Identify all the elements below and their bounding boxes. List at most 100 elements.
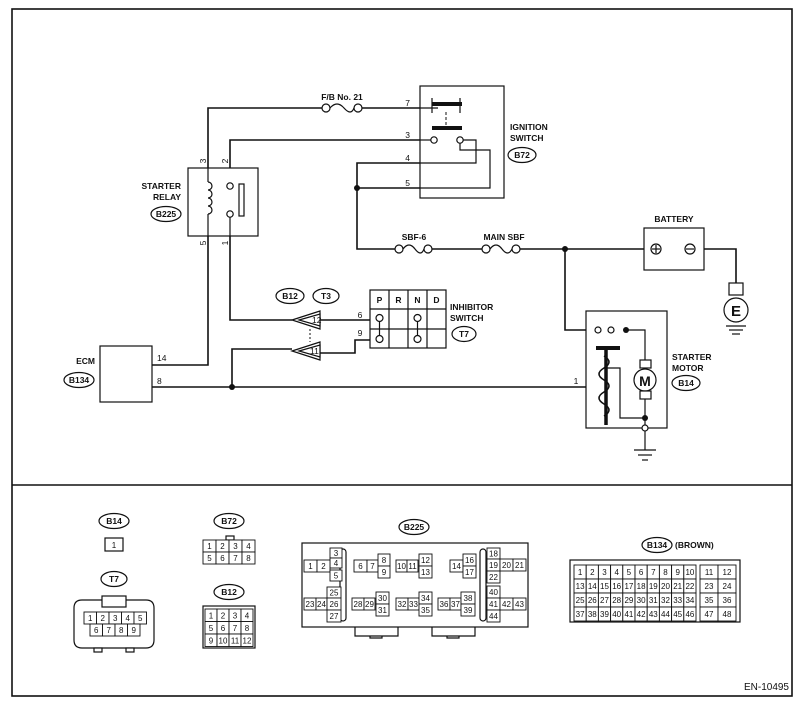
pin-number: 39	[600, 610, 609, 619]
pin-number: 3	[233, 611, 238, 620]
pin-number: 6	[221, 624, 226, 633]
fuse-main-sbf: MAIN SBF	[481, 232, 525, 254]
starter-pin-1: 1	[574, 376, 579, 386]
pin-cell	[717, 606, 737, 622]
pin-number: 17	[624, 582, 633, 591]
pin-number: 43	[515, 600, 524, 609]
pin-number: 22	[685, 582, 694, 591]
pin-number: 16	[612, 582, 621, 591]
view-b14-cell-1: 1	[112, 541, 117, 550]
inhibitor-label-2: SWITCH	[450, 313, 484, 323]
pin-number: 8	[663, 568, 668, 577]
pin-number: 28	[612, 596, 621, 605]
pin-number: 30	[637, 596, 646, 605]
pin-number: 30	[378, 594, 387, 603]
view-b225-oval	[398, 518, 430, 536]
pin-cell	[127, 623, 141, 637]
pin-number: 9	[675, 568, 680, 577]
view-t7-oval	[100, 570, 128, 588]
view-b225: B225 34125678910111213141516171819202122…	[301, 518, 529, 639]
t3-oval	[312, 287, 340, 305]
inhibitor-pin-6: 6	[358, 310, 363, 320]
view-b72-oval	[213, 512, 245, 530]
ecm-box	[99, 345, 153, 403]
starter-relay-box	[187, 167, 259, 237]
figure-code: EN-10495	[744, 682, 789, 693]
pin-number: 38	[588, 610, 597, 619]
inhibitor-pos-n: N	[414, 295, 420, 305]
ecm-pin-14: 14	[157, 353, 167, 363]
wire-ecm8-b11	[231, 348, 292, 387]
pin-number: 11	[705, 568, 714, 577]
pin-number: 29	[365, 600, 374, 609]
pin-number: 32	[661, 596, 670, 605]
pin-cell	[418, 565, 433, 579]
pin-number: 23	[705, 582, 714, 591]
pin-number: 40	[489, 588, 498, 597]
pin-number: 17	[465, 568, 474, 577]
pin-cell	[326, 609, 342, 623]
view-b14: B14 1	[98, 512, 130, 552]
pin-number: 3	[334, 549, 339, 558]
pin-cell	[486, 570, 501, 584]
splice-dot	[354, 185, 360, 191]
pin-number: 44	[489, 612, 498, 621]
pin-cell	[375, 603, 390, 617]
pin-number: 45	[673, 610, 682, 619]
pin-number: 26	[588, 596, 597, 605]
pin-number: 1	[207, 542, 212, 551]
ignition-switch-oval	[507, 146, 537, 164]
pin-number: 1	[88, 614, 93, 623]
pin-number: 14	[452, 562, 461, 571]
starter-relay-id: B225	[156, 209, 177, 219]
pin-number: 5	[627, 568, 632, 577]
relay-pin-1: 1	[220, 240, 230, 245]
pin-cell	[462, 565, 477, 579]
starter-motor-label-2: MOTOR	[672, 363, 703, 373]
pin-number: 7	[370, 562, 375, 571]
pin-cell	[377, 565, 391, 579]
pin-number: 11	[408, 562, 417, 571]
pin-number: 18	[489, 550, 498, 559]
view-b14-cell	[104, 537, 124, 552]
view-b225-id: B225	[404, 522, 425, 532]
pin-number: 14	[588, 582, 597, 591]
pin-number: 10	[397, 562, 406, 571]
pin-number: 46	[685, 610, 694, 619]
inhibitor-label-1: INHIBITOR	[450, 302, 493, 312]
pin-cell	[241, 551, 256, 565]
battery: BATTERY	[643, 214, 705, 271]
pin-number: 44	[661, 610, 670, 619]
ignition-switch-label-1: IGNITION	[510, 122, 548, 132]
pin-number: 7	[233, 554, 238, 563]
inhibitor-oval	[451, 325, 477, 343]
fuse-sbf6: SBF-6	[394, 232, 433, 254]
pin-number: 48	[723, 610, 732, 619]
starter-motor: M 1 STARTER MOTOR B14	[574, 310, 712, 461]
starter-motor-oval	[671, 374, 701, 392]
view-b134-id: B134	[647, 540, 668, 550]
pin-cell	[363, 597, 376, 611]
starter-relay: 3 2 5 1 STARTER RELAY B225	[141, 158, 259, 245]
wire-battery-starter	[564, 249, 588, 331]
relay-coil	[207, 181, 213, 215]
pin-number: 31	[649, 596, 658, 605]
pin-number: 7	[651, 568, 656, 577]
pin-number: 37	[576, 610, 585, 619]
pin-cell	[486, 609, 501, 623]
pin-number: 25	[576, 596, 585, 605]
pin-number: 3	[602, 568, 607, 577]
pin-number: 8	[245, 624, 250, 633]
pin-number: 31	[378, 606, 387, 615]
pin-cell	[406, 559, 419, 573]
pin-number: 16	[465, 556, 474, 565]
solenoid-coil	[598, 355, 610, 417]
ground-e-label: E	[731, 303, 741, 320]
pin-number: 36	[440, 600, 449, 609]
starter-relay-oval	[150, 205, 182, 223]
pin-number: 42	[637, 610, 646, 619]
starter-motor-id: B14	[678, 378, 694, 388]
